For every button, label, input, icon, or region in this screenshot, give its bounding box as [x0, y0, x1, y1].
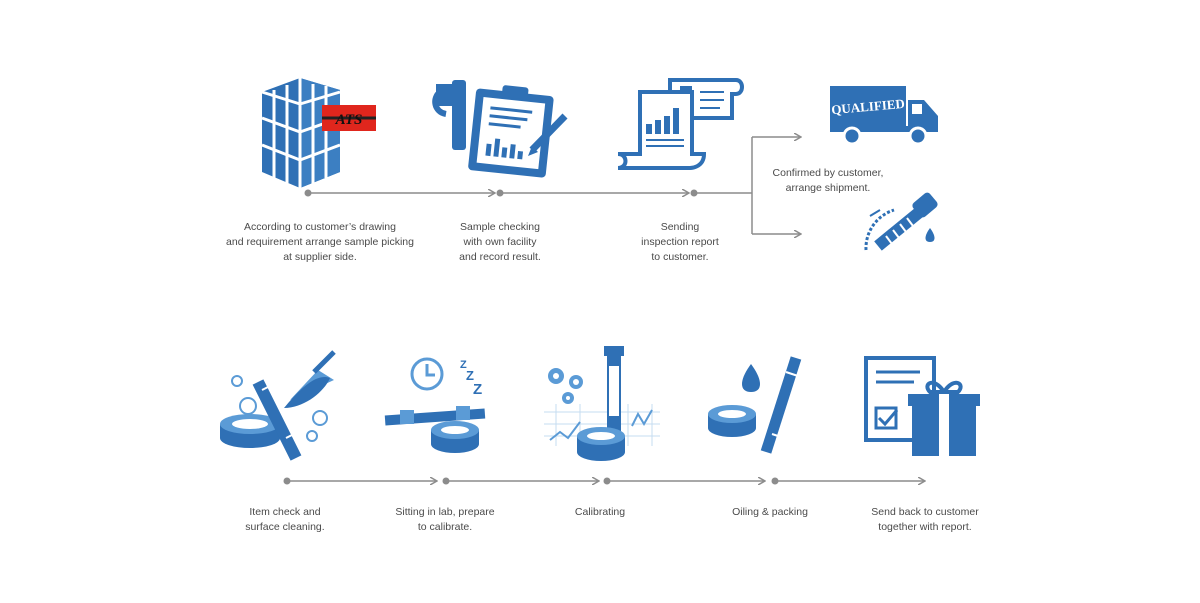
- step-label-item-check: Item check and surface cleaning.: [245, 506, 325, 533]
- oil-drop-icon: [708, 356, 802, 454]
- cleaning-icon: [220, 350, 336, 461]
- step-label-sample-picking: According to customer’s drawing and requ…: [226, 221, 414, 263]
- step-label-sitting-lab: Sitting in lab, prepare to calibrate.: [395, 506, 495, 533]
- svg-text:Z: Z: [460, 359, 467, 371]
- clipboard-check-icon: [432, 80, 568, 178]
- bottom-timeline: [283, 478, 925, 485]
- qualified-stamp: QUALIFIED: [831, 96, 906, 117]
- cube-icon: ATS: [261, 78, 376, 188]
- gears-chart-icon: [544, 346, 660, 461]
- gift-report-icon: [864, 356, 980, 456]
- svg-text:Z: Z: [466, 368, 474, 383]
- screw-oil-icon: [864, 192, 938, 251]
- clock-sleep-icon: Z Z Z: [384, 357, 486, 453]
- report-scroll-icon: [617, 78, 744, 170]
- top-timeline: [304, 137, 801, 234]
- step-label-send-back: Send back to customer together with repo…: [871, 506, 979, 533]
- svg-text:Z: Z: [473, 381, 482, 398]
- step-label-confirmed-shipment: Confirmed by customer, arrange shipment.: [772, 167, 884, 194]
- step-label-oiling-packing: Oiling & packing: [732, 506, 808, 518]
- step-label-sending-report: Sending inspection report to customer.: [641, 221, 719, 263]
- truck-icon: QUALIFIED: [830, 86, 938, 146]
- step-label-sample-checking: Sample checking with own facility and re…: [459, 221, 541, 263]
- step-label-calibrating: Calibrating: [574, 506, 626, 518]
- ats-badge-text: ATS: [335, 112, 363, 128]
